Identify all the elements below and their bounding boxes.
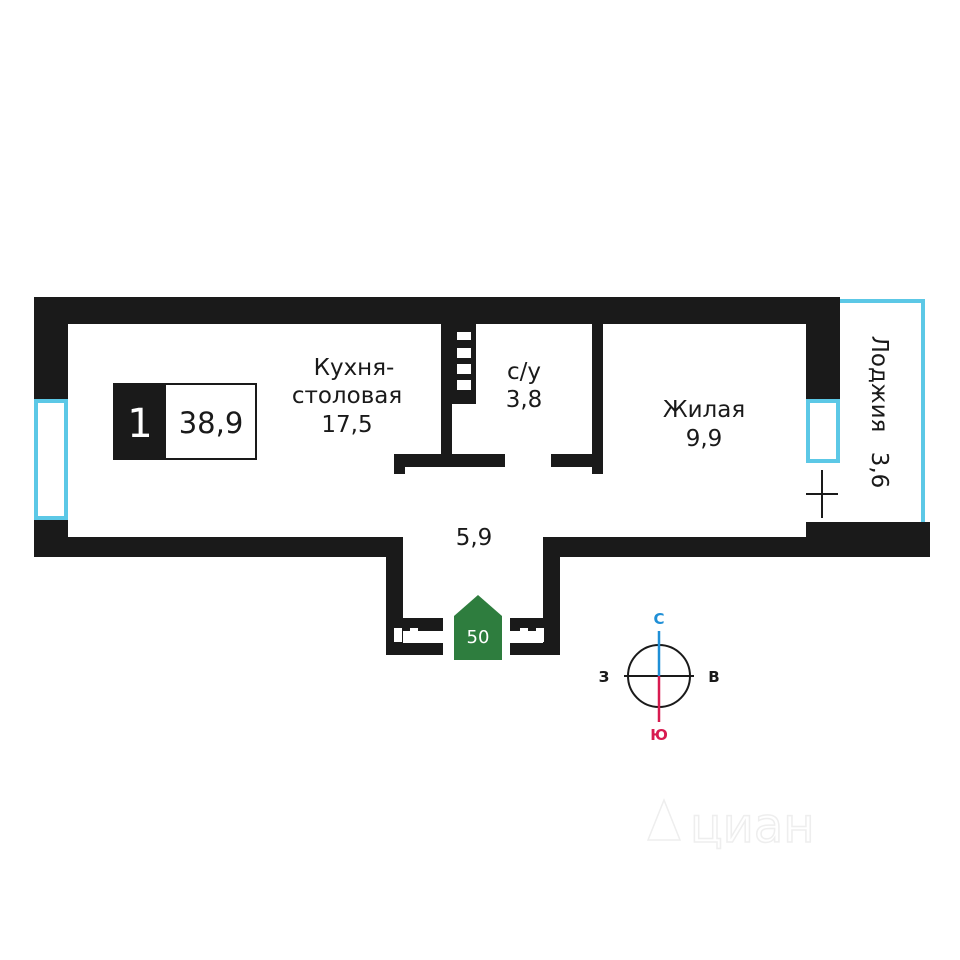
wall-corridor-bottom-right <box>510 643 560 655</box>
corridor-shafts <box>394 628 544 642</box>
kitchen-area: 17,5 <box>321 412 372 438</box>
compass: С Ю З В <box>599 610 720 744</box>
entrance: 50 <box>454 595 502 660</box>
loggia-name: Лоджия <box>866 336 892 433</box>
compass-south: Ю <box>650 726 668 744</box>
watermark: циан <box>646 797 815 855</box>
window-right <box>806 399 840 463</box>
total-area: 38,9 <box>179 406 244 440</box>
loggia-area: 3,6 <box>866 452 892 489</box>
compass-north: С <box>653 610 664 628</box>
wall-corridor-left <box>386 537 403 655</box>
room-labels: Кухня- столовая 17,5 с/у 3,8 Жилая 9,9 5… <box>292 336 892 551</box>
watermark-text: циан <box>690 798 815 854</box>
wall-right-lower <box>806 522 930 557</box>
windows <box>34 299 925 522</box>
walls <box>34 297 930 655</box>
wall-hall-left-stub <box>394 454 405 474</box>
wall-bottom-right <box>543 537 806 557</box>
bathroom-area: 3,8 <box>506 387 543 413</box>
entrance-door-icon <box>454 595 502 660</box>
wall-corridor-stub-right <box>510 618 545 631</box>
compass-west: З <box>599 668 610 686</box>
wall-hall-left <box>394 454 505 467</box>
wall-corridor-stub-left <box>403 618 443 631</box>
living-area: 9,9 <box>686 426 723 452</box>
wall-right-upper <box>806 297 840 400</box>
wall-bottom-left <box>34 537 403 557</box>
wall-corridor-bottom-left <box>386 643 443 655</box>
wall-corridor-right <box>543 537 560 655</box>
balcony-door-mark <box>806 470 838 518</box>
entrance-label: 50 <box>467 627 490 648</box>
wall-bath-living <box>592 324 603 474</box>
wall-kitchen-bath <box>441 324 452 457</box>
living-name: Жилая <box>663 397 745 423</box>
apartment-badge: 1 38,9 <box>113 383 257 460</box>
kitchen-name-line2: столовая <box>292 383 402 409</box>
wall-top <box>34 297 840 324</box>
compass-east: В <box>708 668 719 686</box>
kitchen-name-line1: Кухня- <box>314 355 395 381</box>
bathroom-name: с/у <box>507 359 541 385</box>
room-count: 1 <box>127 401 152 447</box>
loggia-outline <box>840 299 925 522</box>
hall-area: 5,9 <box>456 525 493 551</box>
window-left <box>34 399 68 520</box>
wall-left-upper <box>34 297 68 400</box>
watermark-logo-icon <box>646 797 682 841</box>
ventilation-shaft <box>452 324 476 404</box>
wall-hall-right <box>551 454 603 467</box>
